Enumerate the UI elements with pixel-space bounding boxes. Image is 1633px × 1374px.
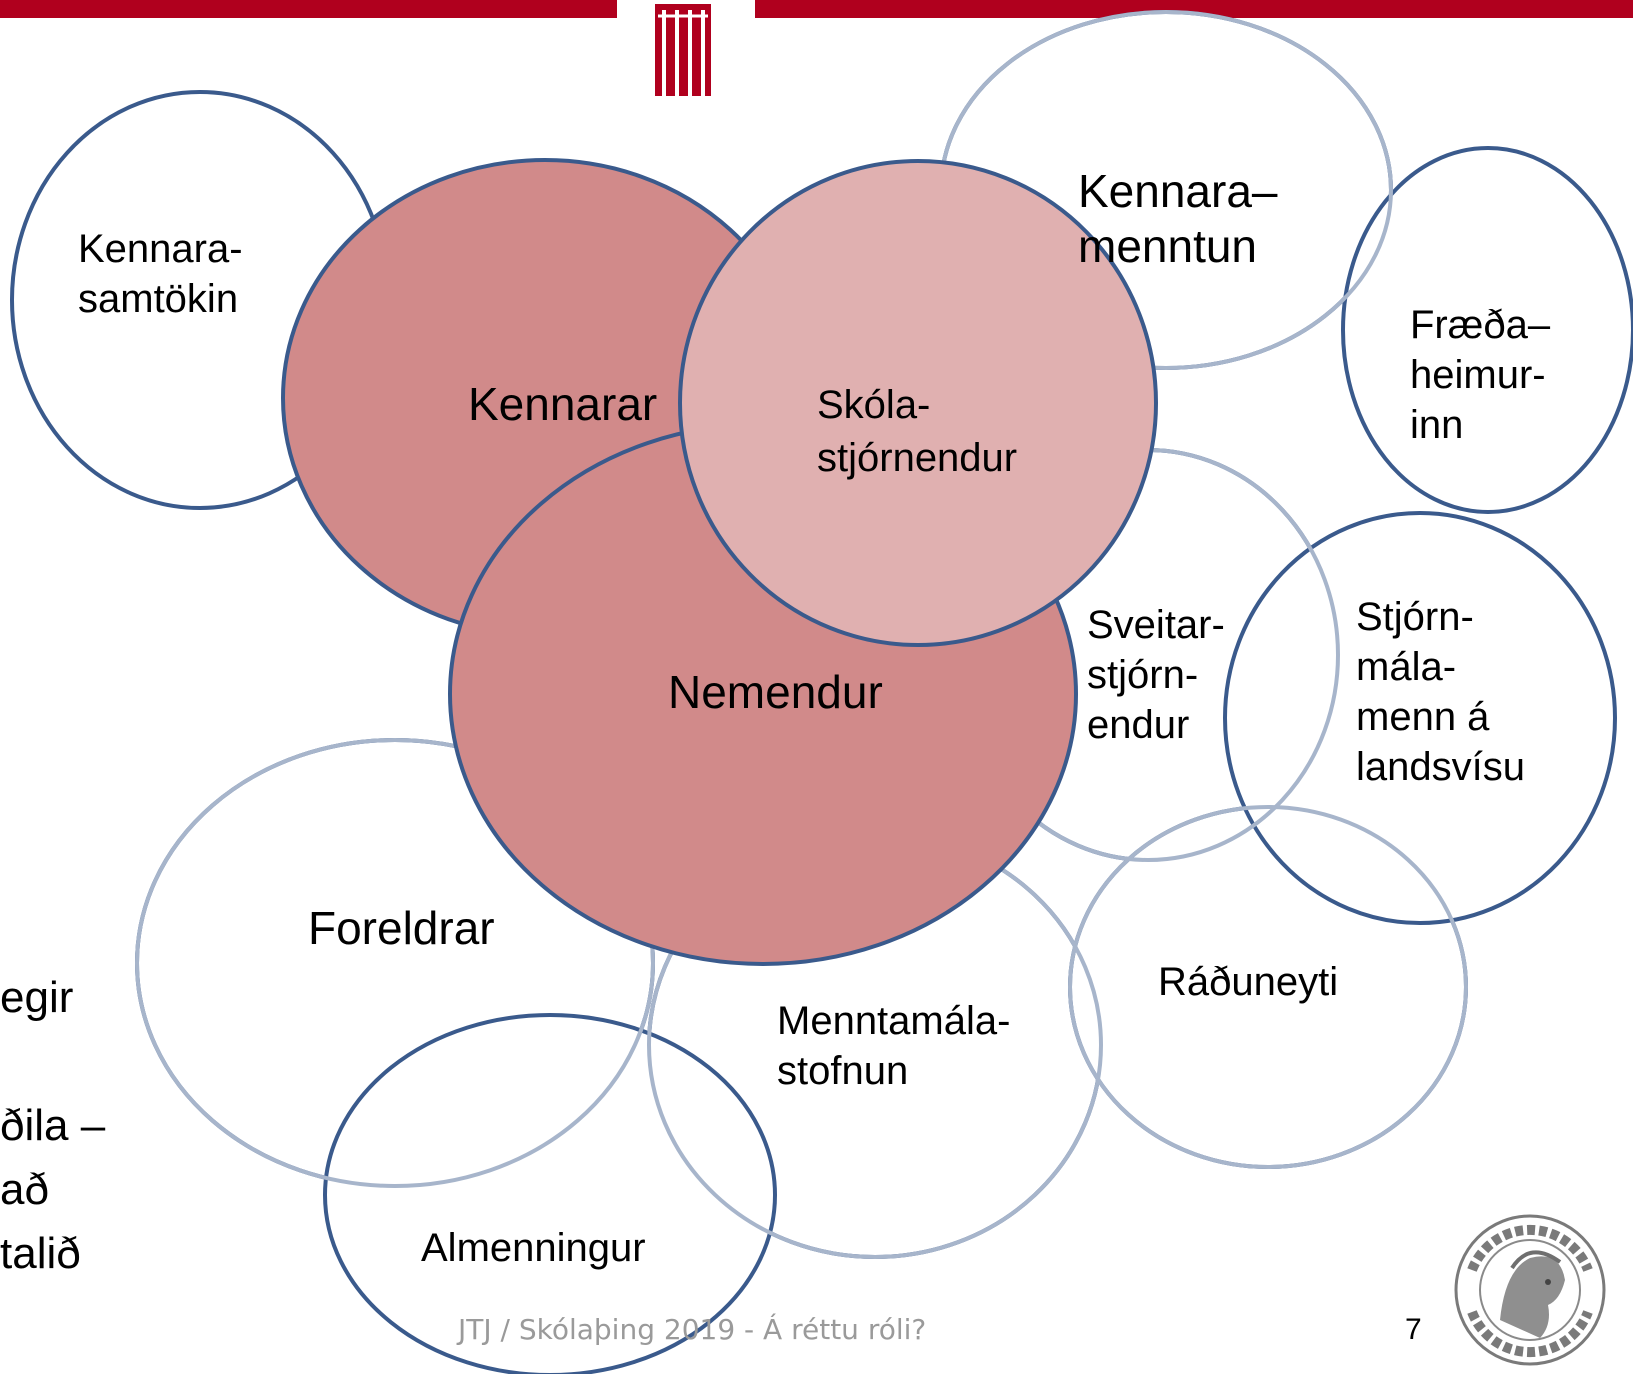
page-number: 7 [1405, 1313, 1422, 1346]
raduneyti-label: Ráðuneyti [1158, 960, 1338, 1004]
almenningur-label: Almenningur [421, 1226, 646, 1270]
nemendur-label: Nemendur [668, 666, 883, 718]
background-text-line: egir [0, 973, 73, 1022]
skolastjornendur-label: Skóla- stjórnendur [817, 383, 1017, 480]
stjornmalamenn-ellipse [1223, 511, 1617, 925]
background-text-line: ðila – [0, 1101, 106, 1150]
label-line: menntun [1078, 220, 1257, 272]
label-line: landsvísu [1356, 745, 1525, 789]
label-line: Sveitar- [1087, 603, 1225, 647]
fraedaheimurinn-ellipse [1341, 146, 1633, 514]
kennarar-label: Kennarar [468, 378, 657, 430]
header-bar [0, 0, 1633, 18]
fraedaheimurinn-label: Fræða– heimur- inn [1410, 303, 1561, 447]
label-line: stofnun [777, 1049, 908, 1093]
university-seal-icon [1454, 1214, 1606, 1366]
background-text-line: talið [0, 1229, 81, 1278]
label-line: Stjórn- [1356, 595, 1474, 639]
label-line: samtökin [78, 277, 238, 321]
label-line: Kennara– [1078, 165, 1278, 217]
label-line: Kennara- [78, 227, 243, 271]
background-text-line: að [0, 1165, 49, 1214]
skolastjornendur-ellipse [678, 159, 1158, 647]
sveitarstjornendur-label: Sveitar- stjórn- endur [1087, 603, 1236, 747]
stjornmalamenn-label: Stjórn- mála- menn á landsvísu [1356, 595, 1525, 789]
slide-footer: JTJ / Skólaþing 2019 - Á réttu róli? [456, 1312, 926, 1346]
almenningur-ellipse [323, 1013, 777, 1374]
foreldrar-label: Foreldrar [308, 902, 495, 954]
label-line: mála- [1356, 645, 1456, 689]
label-line: menn á [1356, 695, 1490, 739]
university-logo-icon [655, 4, 711, 96]
label-line: stjórn- [1087, 653, 1198, 697]
kennarasamtokin-label: Kennara- samtökin [78, 227, 254, 321]
label-line: stjórnendur [817, 436, 1017, 480]
label-line: Menntamála- [777, 999, 1010, 1043]
label-line: Fræða– [1410, 303, 1551, 347]
label-line: heimur- [1410, 353, 1546, 397]
label-line: Skóla- [817, 383, 930, 427]
menntamalastofnun-label: Menntamála- stofnun [777, 999, 1022, 1093]
label-line: endur [1087, 703, 1189, 747]
kennaramenntun-label: Kennara– menntun [1078, 165, 1290, 272]
label-line: inn [1410, 403, 1463, 447]
